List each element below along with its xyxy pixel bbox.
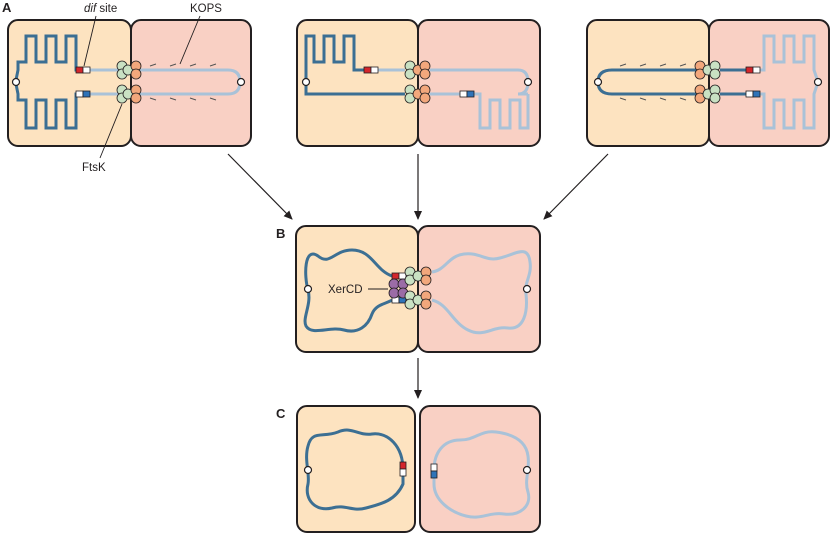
arrow-a3-to-b [543,153,609,220]
ftsk-label: FtsK [82,162,106,174]
ftsk-hexamer [116,60,142,80]
kops-label: KOPS [190,3,222,15]
panel-a-cell-1 [7,15,252,159]
ftsk-hexamer [694,84,721,104]
panel-label-a: A [2,0,12,15]
ftsk-hexamer [404,60,431,80]
ftsk-hexamer [404,266,432,286]
panel-a-cell-2 [296,19,541,147]
ftsk-hexamer [404,84,431,104]
panel-label-b: B [276,226,285,241]
dif-site-label: dif site [84,3,117,15]
panel-c-cells [296,405,541,533]
panel-a-cell-3 [586,19,830,147]
xercd-label: XerCD [328,284,363,296]
panel-b-cell [295,225,541,353]
panel-label-c: C [276,406,286,421]
ftsk-hexamer [404,290,432,310]
ftsk-hexamer [116,84,142,104]
ftsk-hexamer [694,60,721,80]
arrow-a1-to-b [227,153,293,220]
